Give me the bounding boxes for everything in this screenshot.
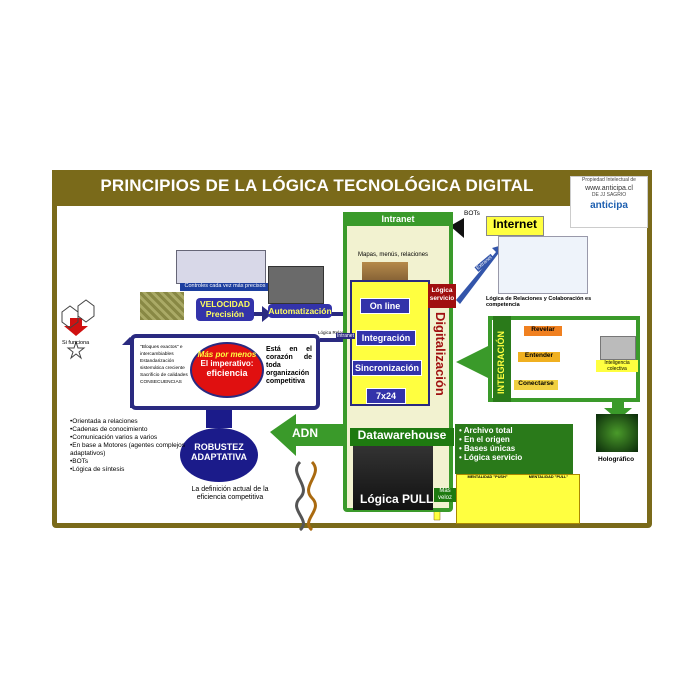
arrow-holografico <box>604 402 632 420</box>
el-imperativo: El imperativo: <box>200 359 254 368</box>
velocidad-box: VELOCIDAD Precisión <box>196 298 254 321</box>
dna-strand-2 <box>295 460 305 532</box>
internet-label: Internet <box>486 216 544 236</box>
bullet-1: "Bloques exactos" e intercambiables <box>140 345 183 357</box>
imperativo-ellipse: Más por menos El imperativo: eficiencia <box>190 342 264 398</box>
inteligencia-label: Inteligencia colectiva <box>596 360 638 372</box>
automatizacion-box: Automatización <box>268 304 332 318</box>
digitalizacion-vertical: Digitalización <box>432 312 448 402</box>
table-header-row: MENTALIDAD "PUSH" MENTALIDAD "PULL" <box>457 475 579 479</box>
si-funciona-arrow <box>64 318 88 336</box>
step-revelar: Revelar <box>524 326 562 336</box>
bullet-2: Estandarización sistemática creciente <box>140 359 185 371</box>
robustez-ellipse: ROBUSTEZ ADAPTATIVA <box>180 428 258 482</box>
table-head-push: MENTALIDAD "PUSH" <box>467 475 508 479</box>
precision-label: Precisión <box>205 309 245 319</box>
mapas-label: Mapas, menús, relaciones <box>358 252 429 258</box>
logo-url[interactable]: www.anticipa.cl <box>585 185 633 192</box>
integracion-vertical-label: INTEGRACIÓN <box>496 331 506 394</box>
7x24-box: 7x24 <box>366 388 406 404</box>
gears-image <box>140 292 184 320</box>
holografico-image <box>596 414 638 452</box>
controles-label: Controles cada vez más precisos <box>180 283 270 291</box>
servers-image <box>353 446 433 510</box>
datawarehouse-list: • Archivo total • En el origen • Bases ú… <box>455 424 573 474</box>
bots-label: BOTs <box>464 210 480 217</box>
adn-label: ADN <box>292 426 318 440</box>
datawarehouse-label: Datawarehouse <box>350 428 454 446</box>
hexagon-2 <box>77 299 95 323</box>
digitalizacion-label: Digitalización <box>433 312 448 396</box>
step-entender: Entender <box>518 352 560 362</box>
lista-item-1: •Orientada a relaciones <box>70 418 138 425</box>
logica-servicio-box: Lógica servicio <box>428 284 456 308</box>
mas-veloz-label: Más veloz <box>434 488 456 502</box>
intranet-header: Intranet <box>343 212 453 226</box>
adn-arrow <box>270 414 345 456</box>
corazon-text: Está en el corazón de toda organización … <box>266 346 312 385</box>
star-shape <box>66 340 86 360</box>
definicion-label: La definición actual de la eficiencia co… <box>191 486 269 501</box>
holografico-label: Holográfico <box>598 456 635 463</box>
logica-pull-label: Lógica PULL <box>360 492 434 506</box>
control-panel-image <box>176 250 266 284</box>
title-bar <box>52 170 652 206</box>
lista-item-4: •En base a Motores (agentes complejos ad… <box>70 442 186 457</box>
arrow-velocidad <box>240 306 272 322</box>
dw-item-1: • Archivo total <box>459 426 513 435</box>
online-box: On line <box>360 298 410 314</box>
si-funciona-label: Si funciona <box>62 340 90 346</box>
step-conectarse: Conectarse <box>514 380 558 390</box>
lista-item-2: •Cadenas de conocimiento <box>70 426 148 433</box>
table-head-pull: MENTALIDAD "PULL" <box>528 475 569 479</box>
motores-list: •Orientada a relaciones •Cadenas de cono… <box>70 418 185 474</box>
dna-strand-1 <box>307 460 317 532</box>
page-title: PRINCIPIOS DE LA LÓGICA TECNOLÓGICA DIGI… <box>100 176 534 195</box>
bots-antenna <box>450 218 464 238</box>
intranet-small-label: Intranet <box>336 333 355 339</box>
sincronizacion-box: Sincronización <box>352 360 422 376</box>
integracion-box: Integración <box>356 330 416 346</box>
lista-item-3: •Comunicación varios a varios <box>70 434 158 441</box>
dw-item-2: • En el origen <box>459 435 510 444</box>
relaciones-label: Lógica de Relaciones y Colaboración es c… <box>486 296 592 308</box>
logo-brand: anticipa <box>590 200 628 211</box>
velocidad-label: VELOCIDAD <box>199 299 251 309</box>
logo-line1: Propiedad Intelectual de <box>582 177 636 183</box>
hexagon-1 <box>61 305 79 329</box>
arrow-intranet <box>320 333 352 347</box>
lista-item-6: •Lógica de síntesis <box>70 466 125 473</box>
lista-item-5: •BOTs <box>70 458 89 465</box>
automation-image <box>268 266 324 304</box>
dw-item-4: • Lógica servicio <box>459 453 523 462</box>
inteligencia-image <box>600 336 636 360</box>
eficiencia-bullets: "Bloques exactos" e intercambiables Esta… <box>140 344 190 386</box>
mas-por-menos: Más por menos <box>197 350 257 359</box>
logica-relaciones-label: Lógica Relaciones <box>318 330 355 335</box>
integracion-vertical-bar: INTEGRACIÓN <box>493 316 511 402</box>
arrow-integracion-left <box>456 346 488 378</box>
publisher-logo: Propiedad Intelectual de www.anticipa.cl… <box>570 176 648 228</box>
relaciones-diagram-image <box>498 236 588 294</box>
push-pull-table: MENTALIDAD "PUSH" MENTALIDAD "PULL" <box>456 474 580 524</box>
bullet-4: CONSECUENCIAS <box>140 380 182 385</box>
logo-line3: DE JJ SAGRIO <box>591 192 627 198</box>
bullet-3: Sacrificio de calidades <box>140 373 188 378</box>
eficiencia: eficiencia <box>206 368 248 378</box>
dw-item-3: • Bases únicas <box>459 444 516 453</box>
